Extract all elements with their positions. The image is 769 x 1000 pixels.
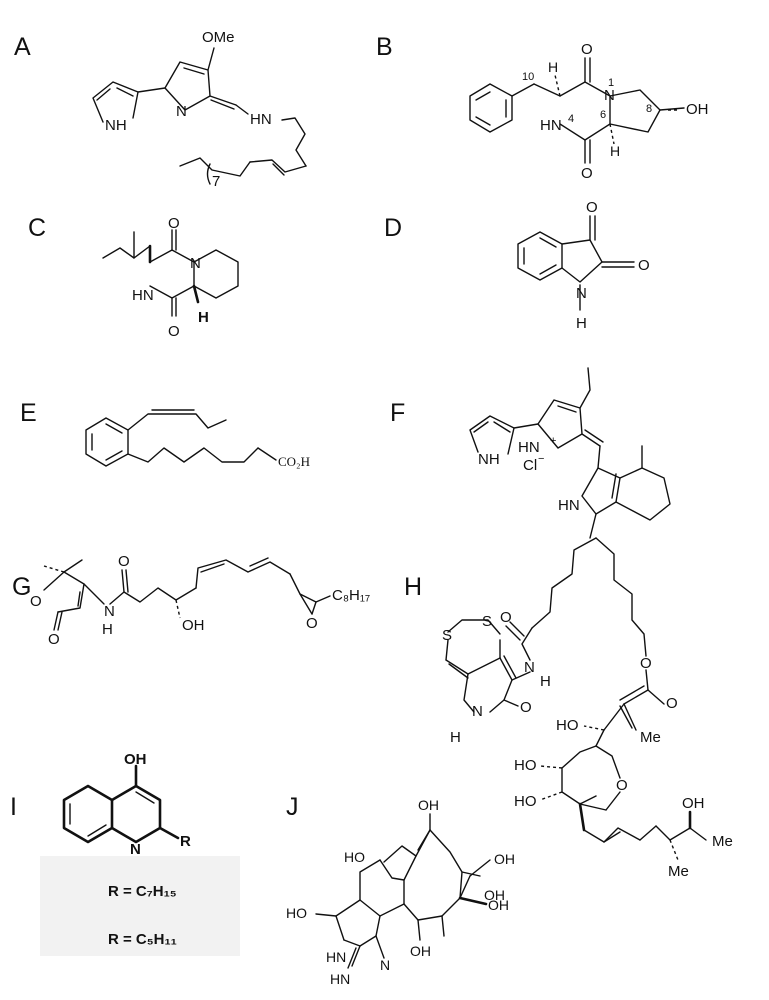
panel-label-c: C <box>28 214 46 242</box>
atom-g-o-ring: O <box>30 593 42 610</box>
atom-j-hn1: HN <box>326 949 346 965</box>
atom-j-oh5: OH <box>410 943 431 959</box>
atom-h-o-pyran: O <box>616 777 628 794</box>
atom-b-num-6: 6 <box>600 109 606 121</box>
atom-f-hn2: HN <box>558 497 580 514</box>
atom-e-co2h: CO₂H <box>278 454 310 469</box>
atom-g-oh: OH <box>182 617 205 634</box>
atom-h-n-amide: N <box>524 659 535 676</box>
atom-g-o-carb: O <box>48 631 60 648</box>
atom-h-o-amide: O <box>500 609 512 626</box>
atom-j-oh4: OH <box>488 897 509 913</box>
atom-h-s1: S <box>482 613 492 630</box>
panel-g: G O O O N H OH O C₈H₁₇ <box>12 553 370 648</box>
atom-b-o1: O <box>581 41 593 58</box>
panel-j: J OH OH HO OH HO OH OH HN <box>286 793 515 987</box>
atom-f-minus: − <box>538 453 544 465</box>
panel-label-e: E <box>20 399 37 427</box>
atom-b-oh: OH <box>686 101 709 118</box>
atom-g-n: N <box>104 603 115 620</box>
panel-label-b: B <box>376 33 393 61</box>
atom-j-oh3: OH <box>484 887 505 903</box>
atom-h-h-amide: H <box>540 673 551 690</box>
panel-label-d: D <box>384 214 402 242</box>
atom-j-oh2: OH <box>494 851 515 867</box>
atom-h-ho1: HO <box>556 717 579 734</box>
atom-c-o1: O <box>168 215 180 232</box>
atom-i-r2: R = C₅H₁₁ <box>108 931 177 948</box>
panel-d: D O O N H <box>384 199 650 332</box>
atom-f-nh: NH <box>478 451 500 468</box>
atom-h-me3: Me <box>668 863 689 880</box>
atom-h-s2: S <box>442 627 452 644</box>
panel-i: I OH N R R = C₇H₁₅ R = C₅H₁₁ <box>10 751 240 956</box>
atom-h-n-lactam: N <box>472 703 483 720</box>
atom-j-oh1: OH <box>418 797 439 813</box>
panel-b: B H H N HN 10 1 4 6 8 OH O O <box>376 33 709 182</box>
atom-b-h-bot: H <box>610 143 620 159</box>
panel-label-i: I <box>10 793 17 821</box>
atom-b-h-top: H <box>548 59 558 75</box>
atom-b-num-4: 4 <box>568 113 574 125</box>
atom-a-n: N <box>176 103 187 120</box>
panel-label-j: J <box>286 793 299 821</box>
atom-h-me1: Me <box>640 729 661 746</box>
atom-h-o-ester: O <box>640 655 652 672</box>
atom-b-num-10: 10 <box>522 71 534 83</box>
atom-f-cl: Cl <box>523 457 537 474</box>
panel-h: H <box>404 537 733 880</box>
panel-label-h: H <box>404 573 422 601</box>
atom-c-o2: O <box>168 323 180 340</box>
atom-d-h: H <box>576 315 587 332</box>
atom-g-c8h17: C₈H₁₇ <box>332 587 370 604</box>
atom-h-o-carb: O <box>666 695 678 712</box>
atom-c-hn: HN <box>132 287 154 304</box>
atom-a-seven: 7 <box>212 173 220 190</box>
atom-h-o-lactam: O <box>520 699 532 716</box>
atom-c-h: H <box>198 309 209 326</box>
panel-label-f: F <box>390 399 405 427</box>
atom-d-o1: O <box>586 199 598 216</box>
atom-f-plus: + <box>550 435 556 447</box>
atom-g-o-amide: O <box>118 553 130 570</box>
atom-g-h: H <box>102 621 113 638</box>
atom-h-ho2: HO <box>514 757 537 774</box>
panel-a: A OMe N NH HN 7 <box>14 29 307 190</box>
atom-a-ome: OMe <box>202 29 235 46</box>
atom-a-nh: NH <box>105 117 127 134</box>
atom-a-hn: HN <box>250 111 272 128</box>
atom-d-n: N <box>576 285 587 302</box>
atom-i-r: R <box>180 833 191 850</box>
atom-b-num-8: 8 <box>646 103 652 115</box>
atom-i-r1: R = C₇H₁₅ <box>108 883 177 900</box>
atom-j-ho1: HO <box>344 849 365 865</box>
atom-b-hn: HN <box>540 117 562 134</box>
atom-i-n: N <box>130 841 141 858</box>
atom-g-o-epox: O <box>306 615 318 632</box>
atom-j-ho2: HO <box>286 905 307 921</box>
panel-f: F NH HN + Cl − HN <box>390 367 671 539</box>
panel-c: C N HN H O O <box>28 214 239 340</box>
atom-h-ho3: HO <box>514 793 537 810</box>
atom-f-hn-plus: HN <box>518 439 540 456</box>
atom-h-me2: Me <box>712 833 733 850</box>
atom-i-oh: OH <box>124 751 147 768</box>
panel-label-a: A <box>14 33 31 61</box>
atom-c-n: N <box>190 255 201 272</box>
atom-h-h-lactam: H <box>450 729 461 746</box>
atom-d-o2: O <box>638 257 650 274</box>
panel-e: E CO₂H <box>20 399 310 469</box>
panel-label-g: G <box>12 573 31 601</box>
atom-j-n: N <box>380 957 390 973</box>
atom-b-n: N <box>604 87 615 104</box>
atom-j-hn2: HN <box>330 971 350 987</box>
atom-b-o2: O <box>581 165 593 182</box>
atom-h-oh: OH <box>682 795 705 812</box>
atom-b-num-1: 1 <box>608 77 614 89</box>
